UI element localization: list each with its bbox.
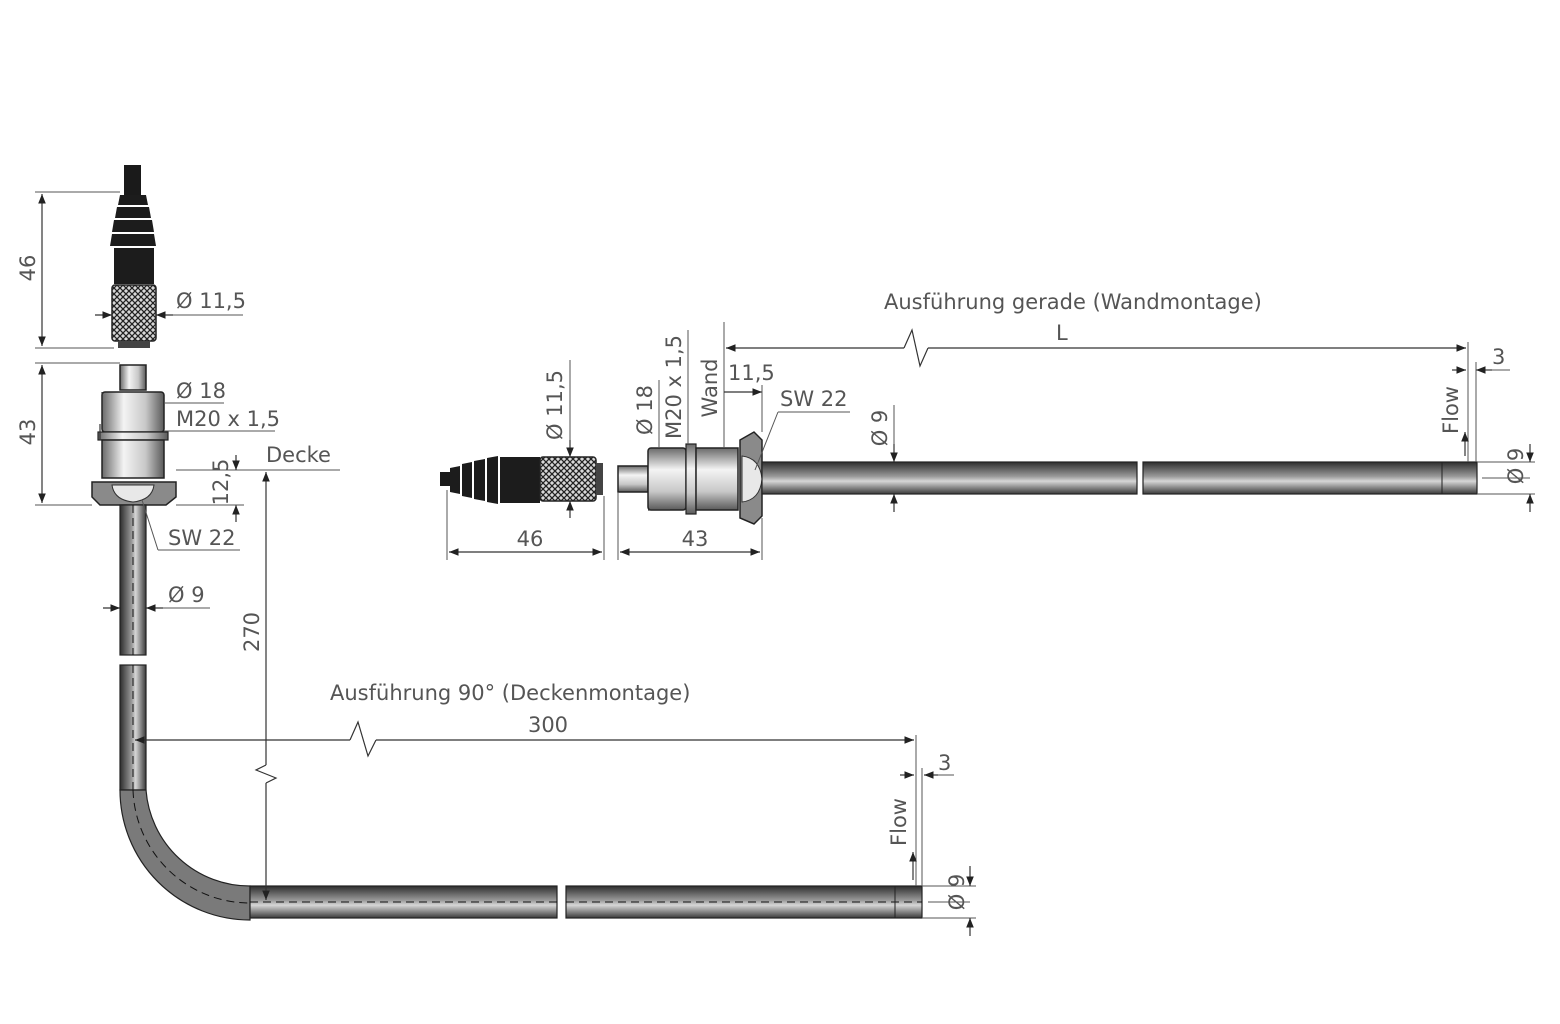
ceiling-flow-label: Flow (887, 798, 911, 846)
wall-sensor-body (617, 431, 763, 525)
wall-dim-3: 3 (1492, 345, 1505, 369)
horizontal-tube (249, 885, 923, 919)
wall-dim-flange: 11,5 (728, 361, 775, 385)
wall-wrench-size: SW 22 (780, 387, 848, 411)
wall-mount-view: Ausführung gerade (Wandmontage) L Ø 11,5… (440, 290, 1535, 560)
wall-knurled-connector (539, 456, 603, 502)
ceiling-dim-tube-diameter: Ø 9 (168, 583, 205, 607)
wall-title: Ausführung gerade (Wandmontage) (884, 290, 1262, 314)
ceiling-dimensions (35, 191, 976, 936)
wall-dimensions (446, 322, 1535, 560)
ceiling-dim-connector-diameter: Ø 11,5 (176, 289, 246, 313)
ceiling-dim-flange: 12,5 (209, 459, 233, 506)
ceiling-wrench-size: SW 22 (168, 526, 236, 550)
ceiling-dim-3: 3 (938, 751, 951, 775)
wall-dim-tube-diameter: Ø 9 (868, 410, 892, 447)
wall-tube (761, 461, 1478, 495)
wall-labels: Ausführung gerade (Wandmontage) L Ø 11,5… (517, 290, 1528, 551)
wall-dim-tip-diameter: Ø 9 (1504, 448, 1528, 485)
ceiling-dim-43: 43 (16, 419, 40, 446)
wall-strain-relief (450, 456, 540, 504)
knurled-connector (111, 284, 157, 348)
ceiling-thread: M20 x 1,5 (176, 407, 280, 431)
wall-dim-body-diameter: Ø 18 (633, 385, 657, 435)
ceiling-title: Ausführung 90° (Deckenmontage) (330, 681, 690, 705)
ceiling-dim-300: 300 (528, 713, 568, 737)
vertical-tube (119, 504, 147, 791)
tube-bend (119, 789, 251, 921)
ceiling-dim-tip-diameter: Ø 9 (945, 874, 969, 911)
ceiling-dim-body-diameter: Ø 18 (176, 379, 226, 403)
cable (124, 165, 141, 195)
wall-dim-L: L (1056, 321, 1068, 345)
ceiling-labels: 46 Ø 11,5 43 Ø 18 M20 x 1,5 Decke 12,5 S… (16, 255, 969, 911)
wall-surface-label: Wand (698, 359, 722, 418)
sensor-body (91, 364, 177, 506)
wall-dim-43: 43 (682, 527, 709, 551)
ceiling-surface-label: Decke (266, 443, 331, 467)
ceiling-mount-view: 46 Ø 11,5 43 Ø 18 M20 x 1,5 Decke 12,5 S… (16, 165, 976, 936)
wall-flow-label: Flow (1439, 386, 1463, 434)
wall-thread: M20 x 1,5 (662, 335, 686, 439)
wall-dim-connector-diameter: Ø 11,5 (543, 370, 567, 440)
strain-relief (110, 195, 156, 284)
wall-dim-46: 46 (517, 527, 544, 551)
ceiling-dim-46: 46 (16, 255, 40, 282)
ceiling-dim-270: 270 (240, 612, 264, 652)
